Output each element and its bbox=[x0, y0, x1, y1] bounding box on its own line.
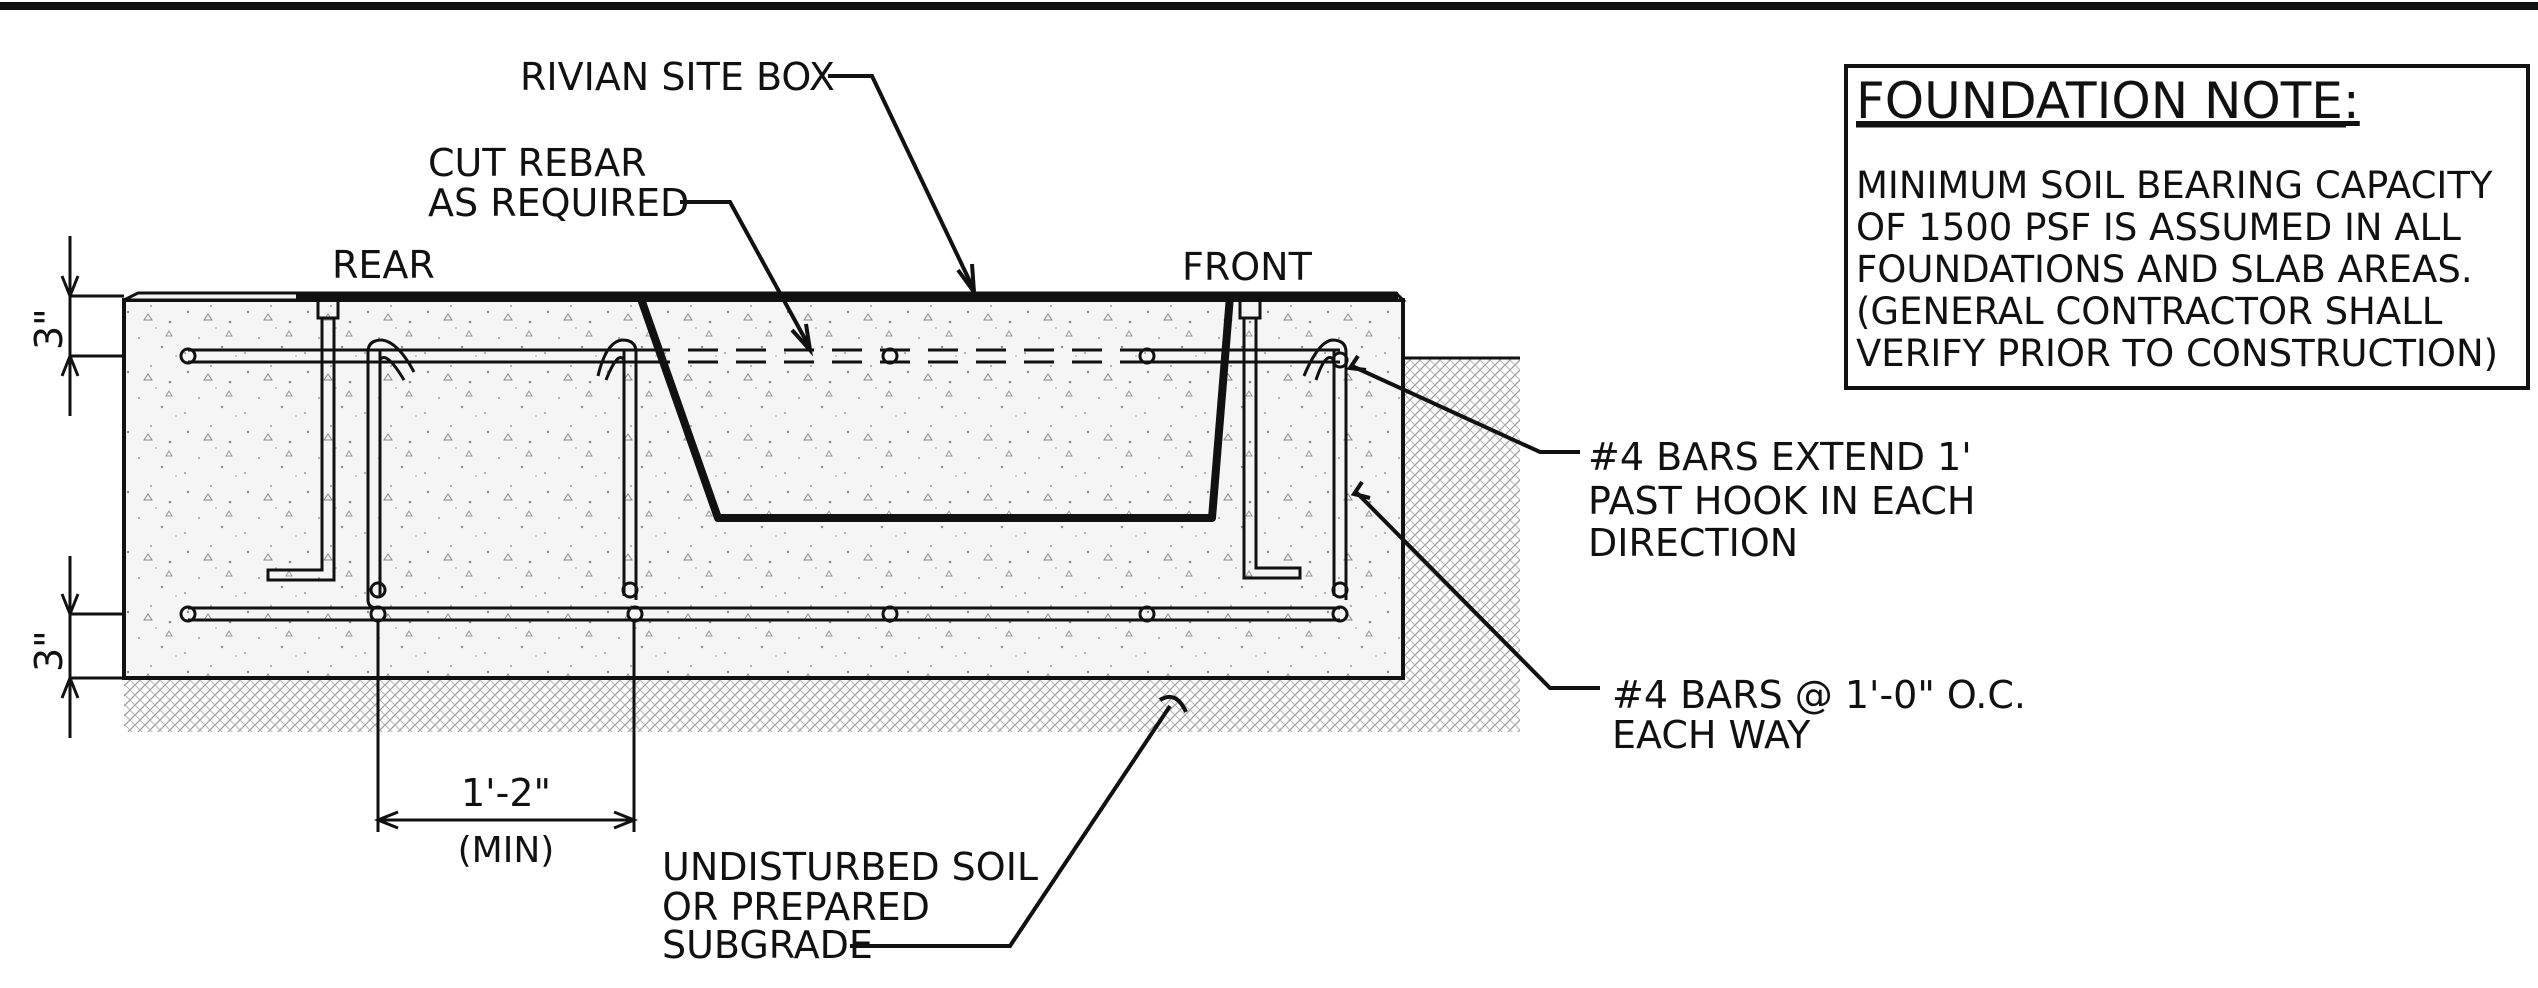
label-soil-2: OR PREPARED bbox=[662, 885, 930, 929]
note-line-3: FOUNDATIONS AND SLAB AREAS. bbox=[1856, 248, 2473, 291]
rivian-site-box bbox=[636, 294, 1234, 522]
foundation-note-title: FOUNDATION NOTE: bbox=[1856, 72, 2360, 130]
leader-site-box bbox=[828, 74, 977, 299]
leader-bars-oc bbox=[1350, 480, 1600, 690]
label-rear: REAR bbox=[332, 243, 435, 287]
foundation-note-box bbox=[1844, 64, 2530, 390]
leader-soil bbox=[850, 695, 1188, 948]
label-soil-3: SUBGRADE bbox=[662, 923, 873, 967]
note-line-1: MINIMUM SOIL BEARING CAPACITY bbox=[1856, 164, 2493, 207]
label-cut-rebar-2: AS REQUIRED bbox=[428, 181, 689, 225]
dim-bottom-cover bbox=[60, 556, 124, 738]
soil-hatch-bottom bbox=[124, 680, 1520, 732]
leader-bars-extend bbox=[1346, 354, 1580, 454]
label-front: FRONT bbox=[1182, 245, 1313, 289]
note-line-4: (GENERAL CONTRACTOR SHALL bbox=[1856, 290, 2443, 333]
label-bars-oc-1: #4 BARS @ 1'-0" O.C. bbox=[1612, 673, 2026, 717]
dim-bottom-label: 3" bbox=[27, 630, 71, 672]
dim-top-cover bbox=[60, 236, 124, 416]
soil-hatch-side bbox=[1403, 358, 1520, 732]
label-bars-extend-3: DIRECTION bbox=[1588, 521, 1798, 565]
stirrup-right bbox=[1302, 338, 1349, 600]
dim-spacing-label: 1'-2" bbox=[461, 771, 551, 815]
label-bars-extend-1: #4 BARS EXTEND 1' bbox=[1588, 435, 1972, 479]
label-site-box: RIVIAN SITE BOX bbox=[520, 55, 835, 99]
stirrup-left bbox=[366, 338, 416, 610]
leader-cut-rebar bbox=[680, 200, 813, 357]
note-line-2: OF 1500 PSF IS ASSUMED IN ALL bbox=[1856, 206, 2461, 249]
stirrup-middle bbox=[596, 338, 639, 600]
label-soil-1: UNDISTURBED SOIL bbox=[662, 845, 1038, 889]
dim-stirrup-spacing bbox=[373, 620, 639, 832]
dim-spacing-note: (MIN) bbox=[458, 830, 555, 871]
dim-top-label: 3" bbox=[27, 308, 71, 350]
note-line-5: VERIFY PRIOR TO CONSTRUCTION) bbox=[1856, 332, 2498, 375]
label-bars-oc-2: EACH WAY bbox=[1612, 713, 1811, 757]
label-cut-rebar-1: CUT REBAR bbox=[428, 141, 647, 185]
label-bars-extend-2: PAST HOOK IN EACH bbox=[1588, 479, 1975, 523]
